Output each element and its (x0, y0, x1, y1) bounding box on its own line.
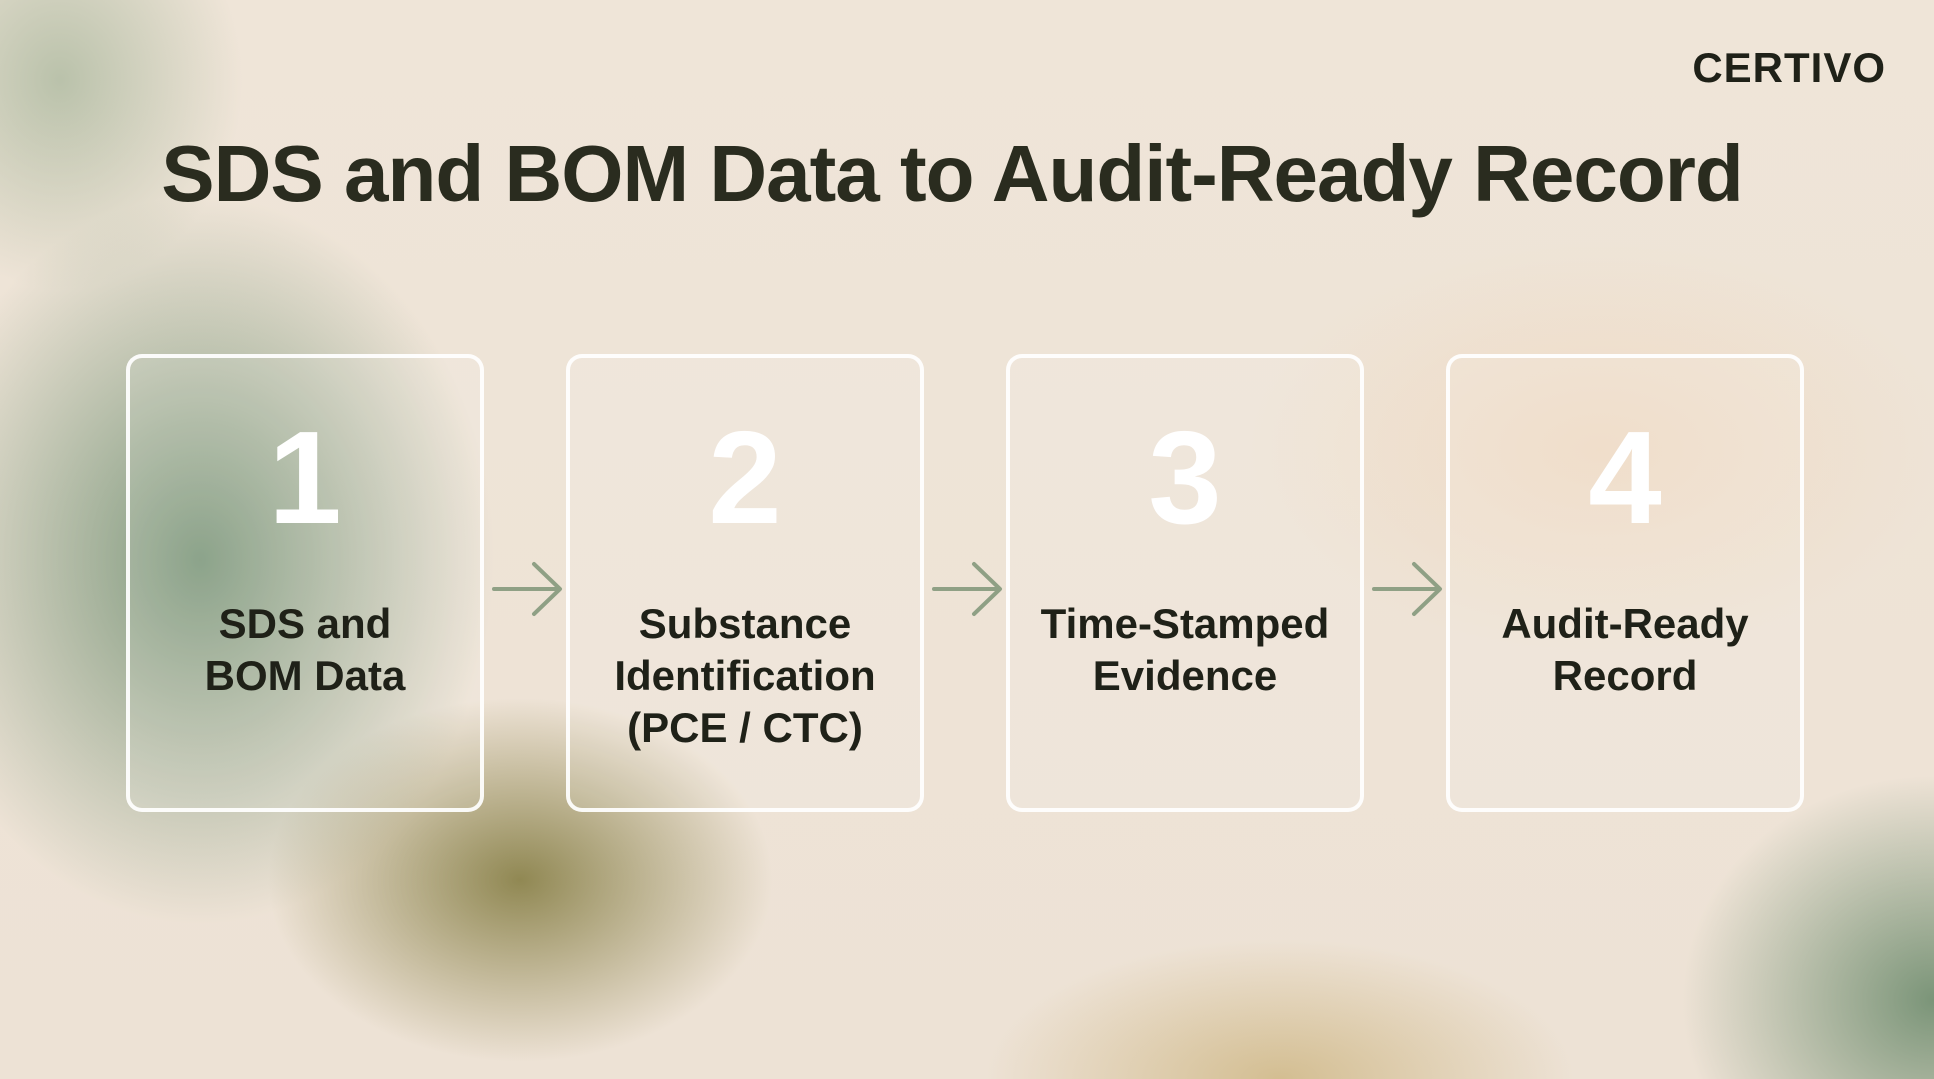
step-card-2: 2 Substance Identification (PCE / CTC) (566, 354, 924, 812)
certivo-logo: CERTIVO (1692, 44, 1886, 91)
step-label: Audit-Ready Record (1501, 600, 1749, 699)
arrow-right-icon (492, 562, 562, 616)
step-number: 3 (1148, 404, 1222, 551)
step-card-3: 3 Time-Stamped Evidence (1006, 354, 1364, 812)
arrow-right-icon (932, 562, 1002, 616)
page-title: SDS and BOM Data to Audit-Ready Record (161, 129, 1743, 218)
step-label: SDS and BOM Data (204, 600, 406, 699)
step-label: Time-Stamped Evidence (1040, 600, 1330, 699)
process-flow: 1 SDS and BOM Data 2 Substance Identific… (0, 354, 1934, 814)
arrow-right-icon (1372, 562, 1442, 616)
step-label: Substance Identification (PCE / CTC) (614, 600, 876, 751)
step-number: 2 (708, 404, 782, 551)
step-number: 1 (268, 404, 342, 551)
step-card-1: 1 SDS and BOM Data (126, 354, 484, 812)
step-card-4: 4 Audit-Ready Record (1446, 354, 1804, 812)
step-number: 4 (1588, 404, 1662, 551)
